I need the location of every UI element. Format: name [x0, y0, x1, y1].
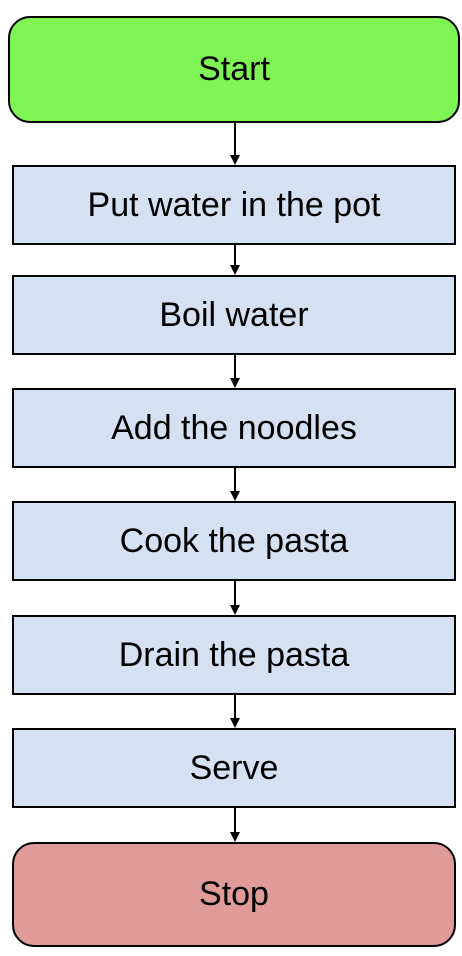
step-label: Serve: [189, 748, 279, 787]
step-add-noodles: Add the noodles: [12, 388, 456, 468]
step-boil-water: Boil water: [12, 275, 456, 355]
stop-label: Stop: [199, 875, 269, 913]
step-label: Drain the pasta: [118, 635, 350, 674]
start-node: Start: [8, 16, 460, 123]
start-label: Start: [198, 50, 270, 88]
step-label: Add the noodles: [111, 408, 357, 447]
step-label: Boil water: [159, 295, 309, 334]
step-serve: Serve: [12, 728, 456, 808]
stop-node: Stop: [12, 842, 456, 947]
step-label: Cook the pasta: [119, 521, 349, 560]
step-cook-pasta: Cook the pasta: [12, 501, 456, 581]
step-drain-pasta: Drain the pasta: [12, 615, 456, 695]
step-label: Put water in the pot: [87, 185, 381, 224]
step-put-water-in-pot: Put water in the pot: [12, 165, 456, 245]
